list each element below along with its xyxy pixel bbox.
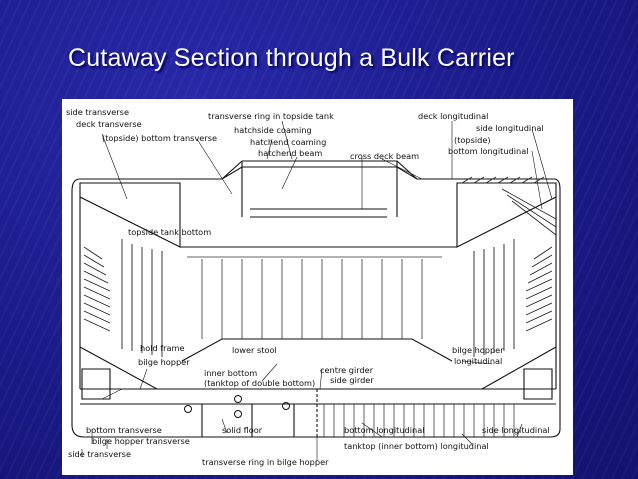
deck-longitudinals-right [461, 176, 557, 236]
hold-frames-right [473, 239, 553, 357]
label-lower-stool: lower stool [232, 345, 277, 355]
label-cross-deck-beam: cross deck beam [350, 151, 419, 161]
label-topside-paren: (topside) [454, 135, 491, 145]
slide-title: Cutaway Section through a Bulk Carrier [68, 44, 515, 72]
label-hatchend-coaming: hatchend coaming [250, 137, 326, 147]
label-hold-frame: hold frame [140, 343, 185, 353]
label-side-transverse-bottom: side transverse [68, 449, 131, 459]
label-side-longitudinal-top: side longitudinal [476, 123, 544, 133]
label-bottom-longitudinal-bottom: bottom longitudinal [344, 425, 425, 435]
hold-bulkhead-panels [187, 256, 442, 339]
double-bottom-hatching [323, 404, 515, 437]
label-transverse-ring-topside: transverse ring in topside tank [208, 111, 334, 121]
label-bottom-transverse: bottom transverse [86, 425, 162, 435]
label-hatchside-coaming: hatchside coaming [234, 125, 312, 135]
label-topside-tank-bottom: topside tank bottom [128, 227, 211, 237]
label-side-longitudinal-bottom: side longitudinal [482, 425, 550, 435]
hull-outline [71, 160, 561, 438]
label-bottom-longitudinal-top: bottom longitudinal [448, 146, 529, 156]
label-topside-bottom-transverse: (topside) bottom transverse [102, 133, 217, 143]
label-tanktop-double-bottom: (tanktop of double bottom) [204, 378, 315, 388]
label-bilge-hopper: bilge hopper [138, 357, 190, 367]
label-bilge-hopper-transverse: bilge hopper transverse [92, 436, 190, 446]
label-side-transverse-top: side transverse [66, 107, 129, 117]
label-hatchend-beam: hatchend beam [258, 148, 322, 158]
label-transverse-ring-bilge-hopper: transverse ring in bilge hopper [202, 457, 329, 467]
hold-frames-left [83, 239, 163, 357]
lightening-holes [184, 395, 290, 418]
label-side-girder: side girder [330, 375, 374, 385]
label-tanktop-inner-bottom-longitudinal: tanktop (inner bottom) longitudinal [344, 441, 489, 451]
label-deck-transverse: deck transverse [76, 119, 142, 129]
label-bilge-hopper-longitudinal-2: longitudinal [454, 356, 502, 366]
label-bilge-hopper-longitudinal-1: bilge hopper [452, 345, 504, 355]
leader-lines [81, 120, 553, 461]
bulk-carrier-diagram: side transverse deck transverse (topside… [62, 99, 573, 475]
label-deck-longitudinal: deck longitudinal [418, 111, 488, 121]
label-inner-bottom: inner bottom [204, 368, 257, 378]
label-solid-floor: solid floor [222, 425, 263, 435]
label-centre-girder: centre girder [320, 365, 374, 375]
cutaway-drawing: side transverse deck transverse (topside… [66, 107, 561, 467]
